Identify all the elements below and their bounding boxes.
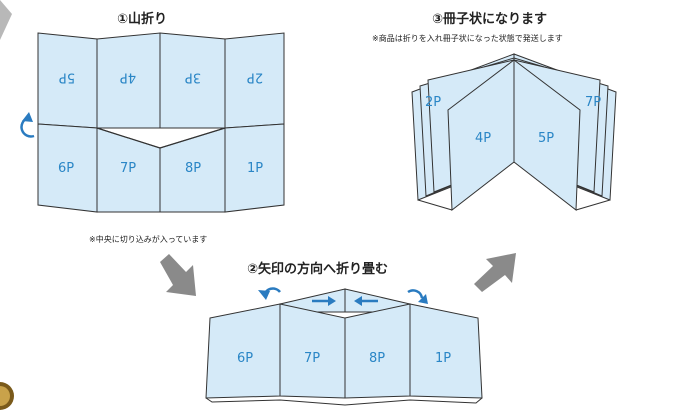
fold-arrow-left-curve-icon [258,287,281,300]
step1-panel-1p [224,123,285,213]
step1-label-5p: 5P [59,70,75,85]
arrow-left-icon [354,296,378,306]
step1-note: ※中央に切り込みが入っています [89,235,208,244]
coin-decoration [0,382,14,410]
step3-label-4p: 4P [475,131,491,146]
step2-label-8p: 8P [369,351,385,366]
step-arrow-down-icon [160,254,196,296]
step1-label-7p: 7P [120,161,136,176]
step1-label-3p: 3P [185,70,201,85]
center-cut-line [96,127,226,149]
step1-sheet [37,32,285,213]
rotate-arrow-icon [20,112,35,138]
step1-label-2p: 2P [247,70,263,85]
step2-bottom-edge [205,397,483,406]
step1-label-6p: 6P [58,161,74,176]
step3-booklet [411,53,617,211]
arrow-right-icon [312,296,336,306]
left-edge-decoration [0,0,12,40]
step3-title: ③冊子状になります [432,12,548,27]
step1-label-4p: 4P [120,70,136,85]
step3-note: ※商品は折りを入れ冊子状になった状態で発送します [372,34,563,43]
step2-label-6p: 6P [237,351,253,366]
step3-label-7p: 7P [585,95,601,110]
fold-arrow-right-curve-icon [407,289,428,304]
step2-booklet [205,288,483,406]
step2-title: ②矢印の方向へ折り畳む [247,262,389,277]
step1-label-8p: 8P [185,161,201,176]
step1-title: ①山折り [117,12,168,27]
step3-label-2p: 2P [425,95,441,110]
step2-label-1p: 1P [435,351,451,366]
step3-label-5p: 5P [538,131,554,146]
step1-label-1p: 1P [247,161,263,176]
step2-label-7p: 7P [304,351,320,366]
step-arrow-up-icon [474,253,516,292]
